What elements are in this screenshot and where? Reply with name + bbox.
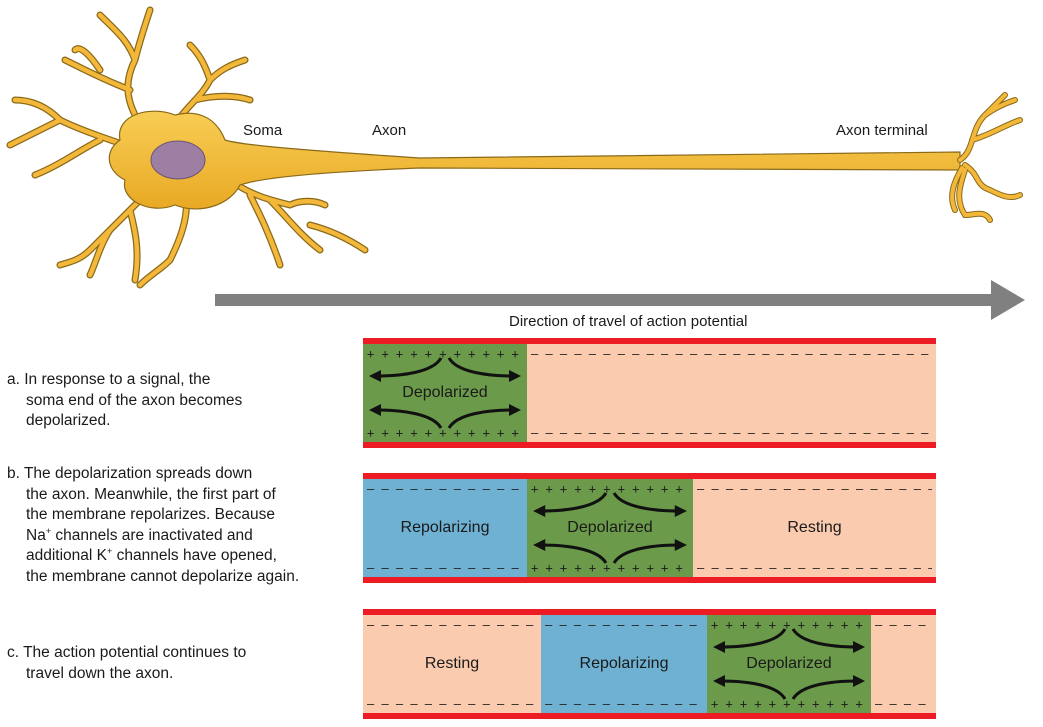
caption-line: c. The action potential continues to bbox=[7, 644, 247, 661]
membrane-bottom bbox=[363, 713, 936, 719]
negative-charges: – – – – – – – – – – – – – – – – – – – – … bbox=[367, 618, 537, 632]
potassium-ion: additional K bbox=[26, 547, 108, 564]
negative-charges: – – – – – – – – – – – – – – – – – – – – … bbox=[697, 561, 932, 575]
current-spread-arrows-icon bbox=[713, 628, 865, 700]
membrane-top bbox=[363, 609, 936, 615]
segment-label: Depolarized bbox=[746, 655, 832, 672]
segment-repolarizing: – – – – – – – – – – – – – – – – – – – – … bbox=[363, 479, 527, 577]
positive-charges: + + + + + + + + + + + + + + + + + + + + … bbox=[367, 426, 523, 440]
negative-charges: – – – – – – – – – – – – – – – – – – – – … bbox=[875, 618, 932, 632]
dendrites bbox=[6, 6, 369, 289]
axon-terminal-label: Axon terminal bbox=[836, 122, 928, 139]
nucleus bbox=[150, 140, 206, 180]
membrane-top bbox=[363, 473, 936, 479]
caption-line: Na+ channels are inactivated and bbox=[7, 526, 299, 547]
segment-depolarized: + + + + + + + + + + + + + + + + + + + + … bbox=[707, 615, 871, 713]
ion-charge: + bbox=[107, 546, 113, 556]
caption-line: depolarized. bbox=[26, 412, 111, 429]
negative-charges: – – – – – – – – – – – – – – – – – – – – … bbox=[875, 697, 932, 711]
current-spread-arrows-icon bbox=[533, 492, 687, 564]
current-spread-arrows-icon bbox=[369, 357, 521, 429]
axon-diagram-c: – – – – – – – – – – – – – – – – – – – – … bbox=[363, 609, 936, 719]
positive-charges: + + + + + + + + + + + + + + + + + + + + … bbox=[711, 618, 867, 632]
caption-line: soma end of the axon becomes bbox=[26, 391, 243, 409]
segment-resting: – – – – – – – – – – – – – – – – – – – – … bbox=[693, 479, 936, 577]
membrane-bottom bbox=[363, 442, 936, 448]
segment-resting: – – – – – – – – – – – – – – – – – – – – … bbox=[363, 615, 541, 713]
caption-b: b. The depolarization spreads down the a… bbox=[7, 464, 299, 587]
caption-line: the membrane repolarizes. Because bbox=[26, 506, 275, 523]
negative-charges: – – – – – – – – – – – – – – – – – – – – … bbox=[697, 482, 932, 496]
positive-charges: + + + + + + + + + + + + + + + + + + + + … bbox=[367, 347, 523, 361]
negative-charges: – – – – – – – – – – – – – – – – – – – – … bbox=[545, 697, 703, 711]
caption-a: a. In response to a signal, the soma end… bbox=[7, 370, 242, 432]
caption-line: the membrane cannot depolarize again. bbox=[26, 567, 300, 585]
caption-line: additional K+ channels have opened, bbox=[7, 546, 299, 567]
negative-charges: – – – – – – – – – – – – – – – – – – – – … bbox=[367, 482, 523, 496]
segment-resting: – – – – – – – – – – – – – – – – – – – – … bbox=[871, 615, 936, 713]
caption-line: the axon. Meanwhile, the first part of bbox=[26, 485, 276, 503]
negative-charges: – – – – – – – – – – – – – – – – – – – – … bbox=[531, 347, 932, 361]
segment-label: Repolarizing bbox=[400, 519, 490, 536]
caption-c: c. The action potential continues to tra… bbox=[7, 643, 246, 684]
membrane-bottom bbox=[363, 577, 936, 583]
caption-line: a. In response to a signal, the bbox=[7, 371, 211, 388]
axon-terminal-branches bbox=[949, 92, 1023, 223]
neuron-illustration bbox=[6, 6, 1023, 289]
segment-label: Resting bbox=[424, 655, 480, 672]
axon-label: Axon bbox=[372, 122, 407, 139]
caption-line: b. The depolarization spreads down bbox=[7, 465, 253, 482]
segment-label: Repolarizing bbox=[579, 655, 669, 672]
positive-charges: + + + + + + + + + + + + + + + + + + + + … bbox=[711, 697, 867, 711]
soma-body bbox=[108, 110, 961, 210]
axon-diagram-b: – – – – – – – – – – – – – – – – – – – – … bbox=[363, 473, 936, 583]
negative-charges: – – – – – – – – – – – – – – – – – – – – … bbox=[531, 426, 932, 440]
ion-charge: + bbox=[45, 525, 52, 536]
segment-depolarized: + + + + + + + + + + + + + + + + + + + + … bbox=[363, 344, 527, 442]
segment-resting: – – – – – – – – – – – – – – – – – – – – … bbox=[527, 344, 936, 442]
membrane-top bbox=[363, 338, 936, 344]
direction-arrow-icon bbox=[215, 280, 1025, 320]
segment-label: Resting bbox=[787, 519, 842, 536]
sodium-ion: Na bbox=[26, 526, 46, 544]
segment-depolarized: + + + + + + + + + + + + + + + + + + + + … bbox=[527, 479, 693, 577]
axon-diagram-a: + + + + + + + + + + + + + + + + + + + + … bbox=[363, 338, 936, 448]
segment-label: Depolarized bbox=[567, 519, 653, 536]
positive-charges: + + + + + + + + + + + + + + + + + + + + … bbox=[531, 561, 689, 575]
soma-label: Soma bbox=[243, 122, 283, 139]
positive-charges: + + + + + + + + + + + + + + + + + + + + … bbox=[531, 482, 689, 496]
caption-text: channels have opened, bbox=[116, 547, 277, 564]
caption-text: channels are inactivated and bbox=[55, 526, 253, 544]
negative-charges: – – – – – – – – – – – – – – – – – – – – … bbox=[367, 561, 523, 575]
negative-charges: – – – – – – – – – – – – – – – – – – – – … bbox=[545, 618, 703, 632]
direction-label: Direction of travel of action potential bbox=[509, 313, 748, 330]
caption-line: travel down the axon. bbox=[26, 664, 174, 682]
segment-label: Depolarized bbox=[402, 384, 488, 401]
negative-charges: – – – – – – – – – – – – – – – – – – – – … bbox=[367, 697, 537, 711]
segment-repolarizing: – – – – – – – – – – – – – – – – – – – – … bbox=[541, 615, 707, 713]
